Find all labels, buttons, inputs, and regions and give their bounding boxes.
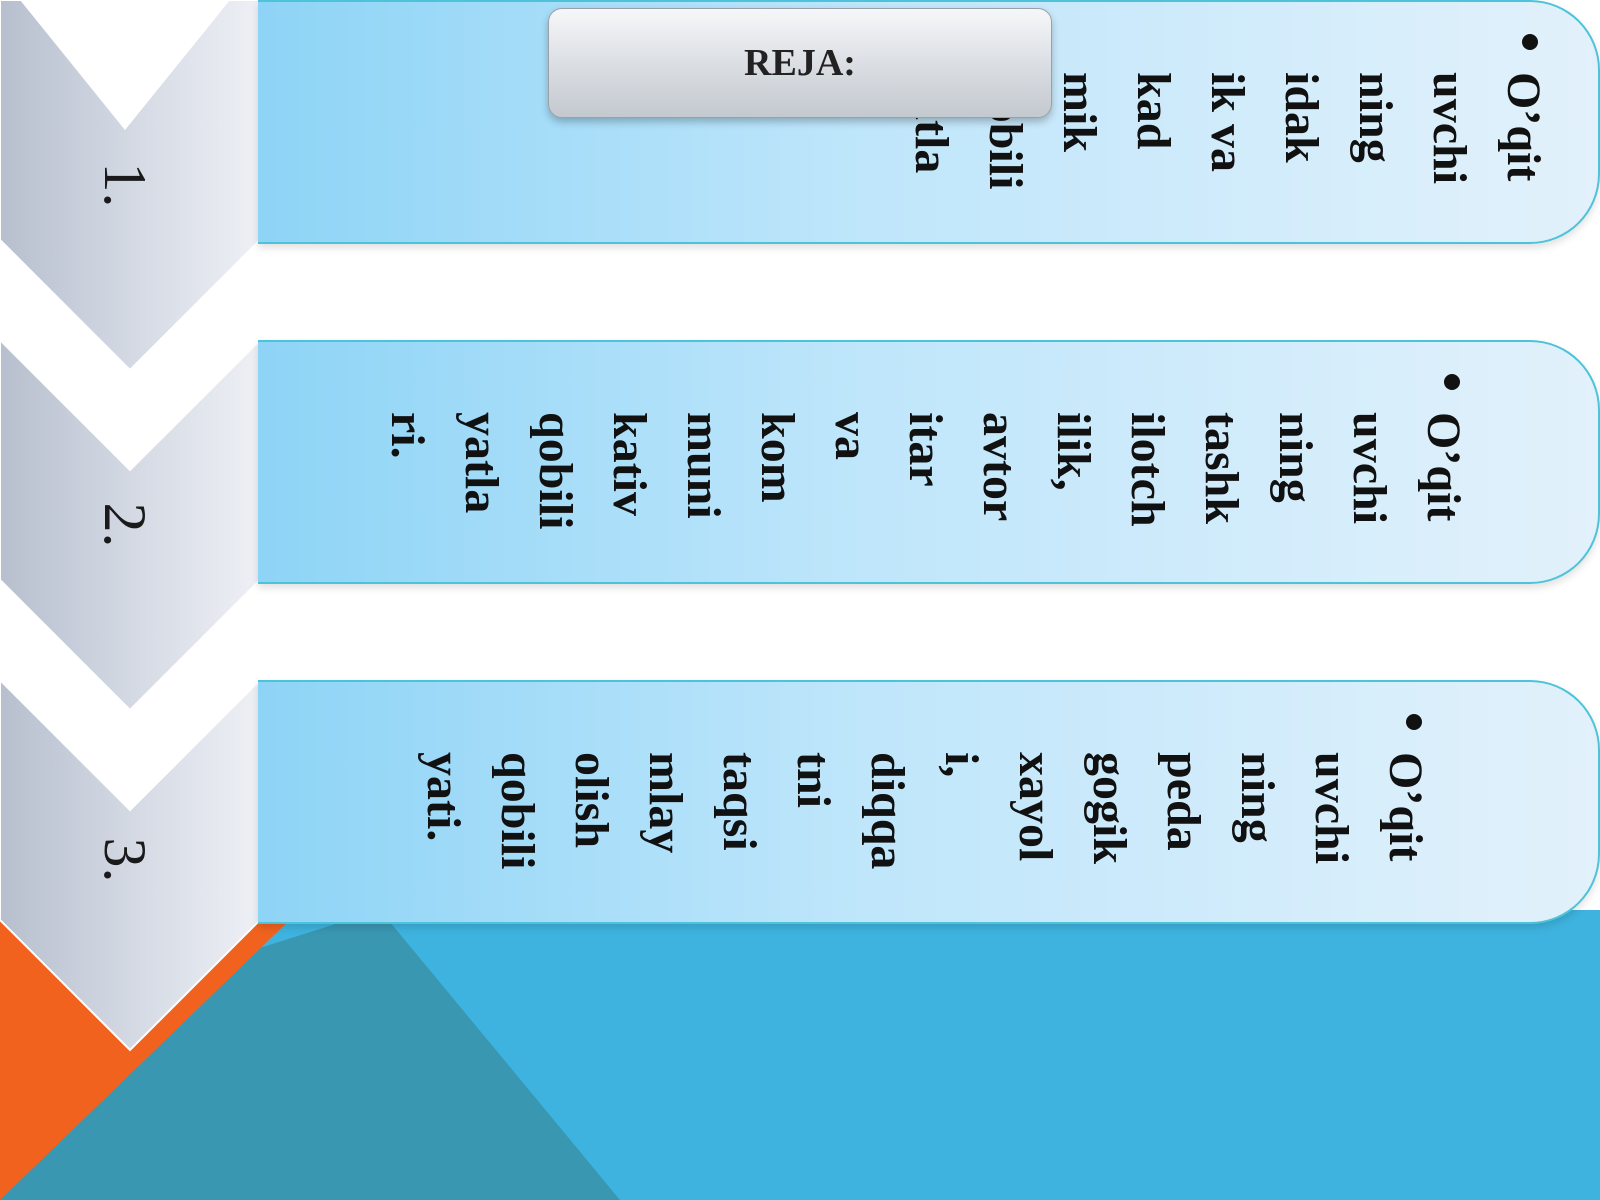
item-text-2: O’qit uvchi ning tashk ilotch ilik, avto… — [381, 412, 1470, 530]
chevron-1-notch — [20, 0, 230, 130]
item-number-3: 3. — [92, 837, 159, 883]
bullet-icon — [1522, 34, 1538, 50]
bullet-icon — [1406, 714, 1422, 730]
bullet-icon — [1444, 374, 1460, 390]
item-number-1: 1. — [92, 162, 159, 208]
content-box-3: O’qit uvchi ning peda gogik xayol i, diq… — [258, 680, 1600, 924]
slide-title: REJA: — [548, 8, 1052, 118]
item-text-3: O’qit uvchi ning peda gogik xayol i, diq… — [417, 752, 1432, 870]
item-number-2: 2. — [92, 502, 159, 548]
chevron-1 — [0, 0, 261, 372]
chevron-column — [0, 0, 261, 1052]
content-box-2: O’qit uvchi ning tashk ilotch ilik, avto… — [258, 340, 1600, 584]
